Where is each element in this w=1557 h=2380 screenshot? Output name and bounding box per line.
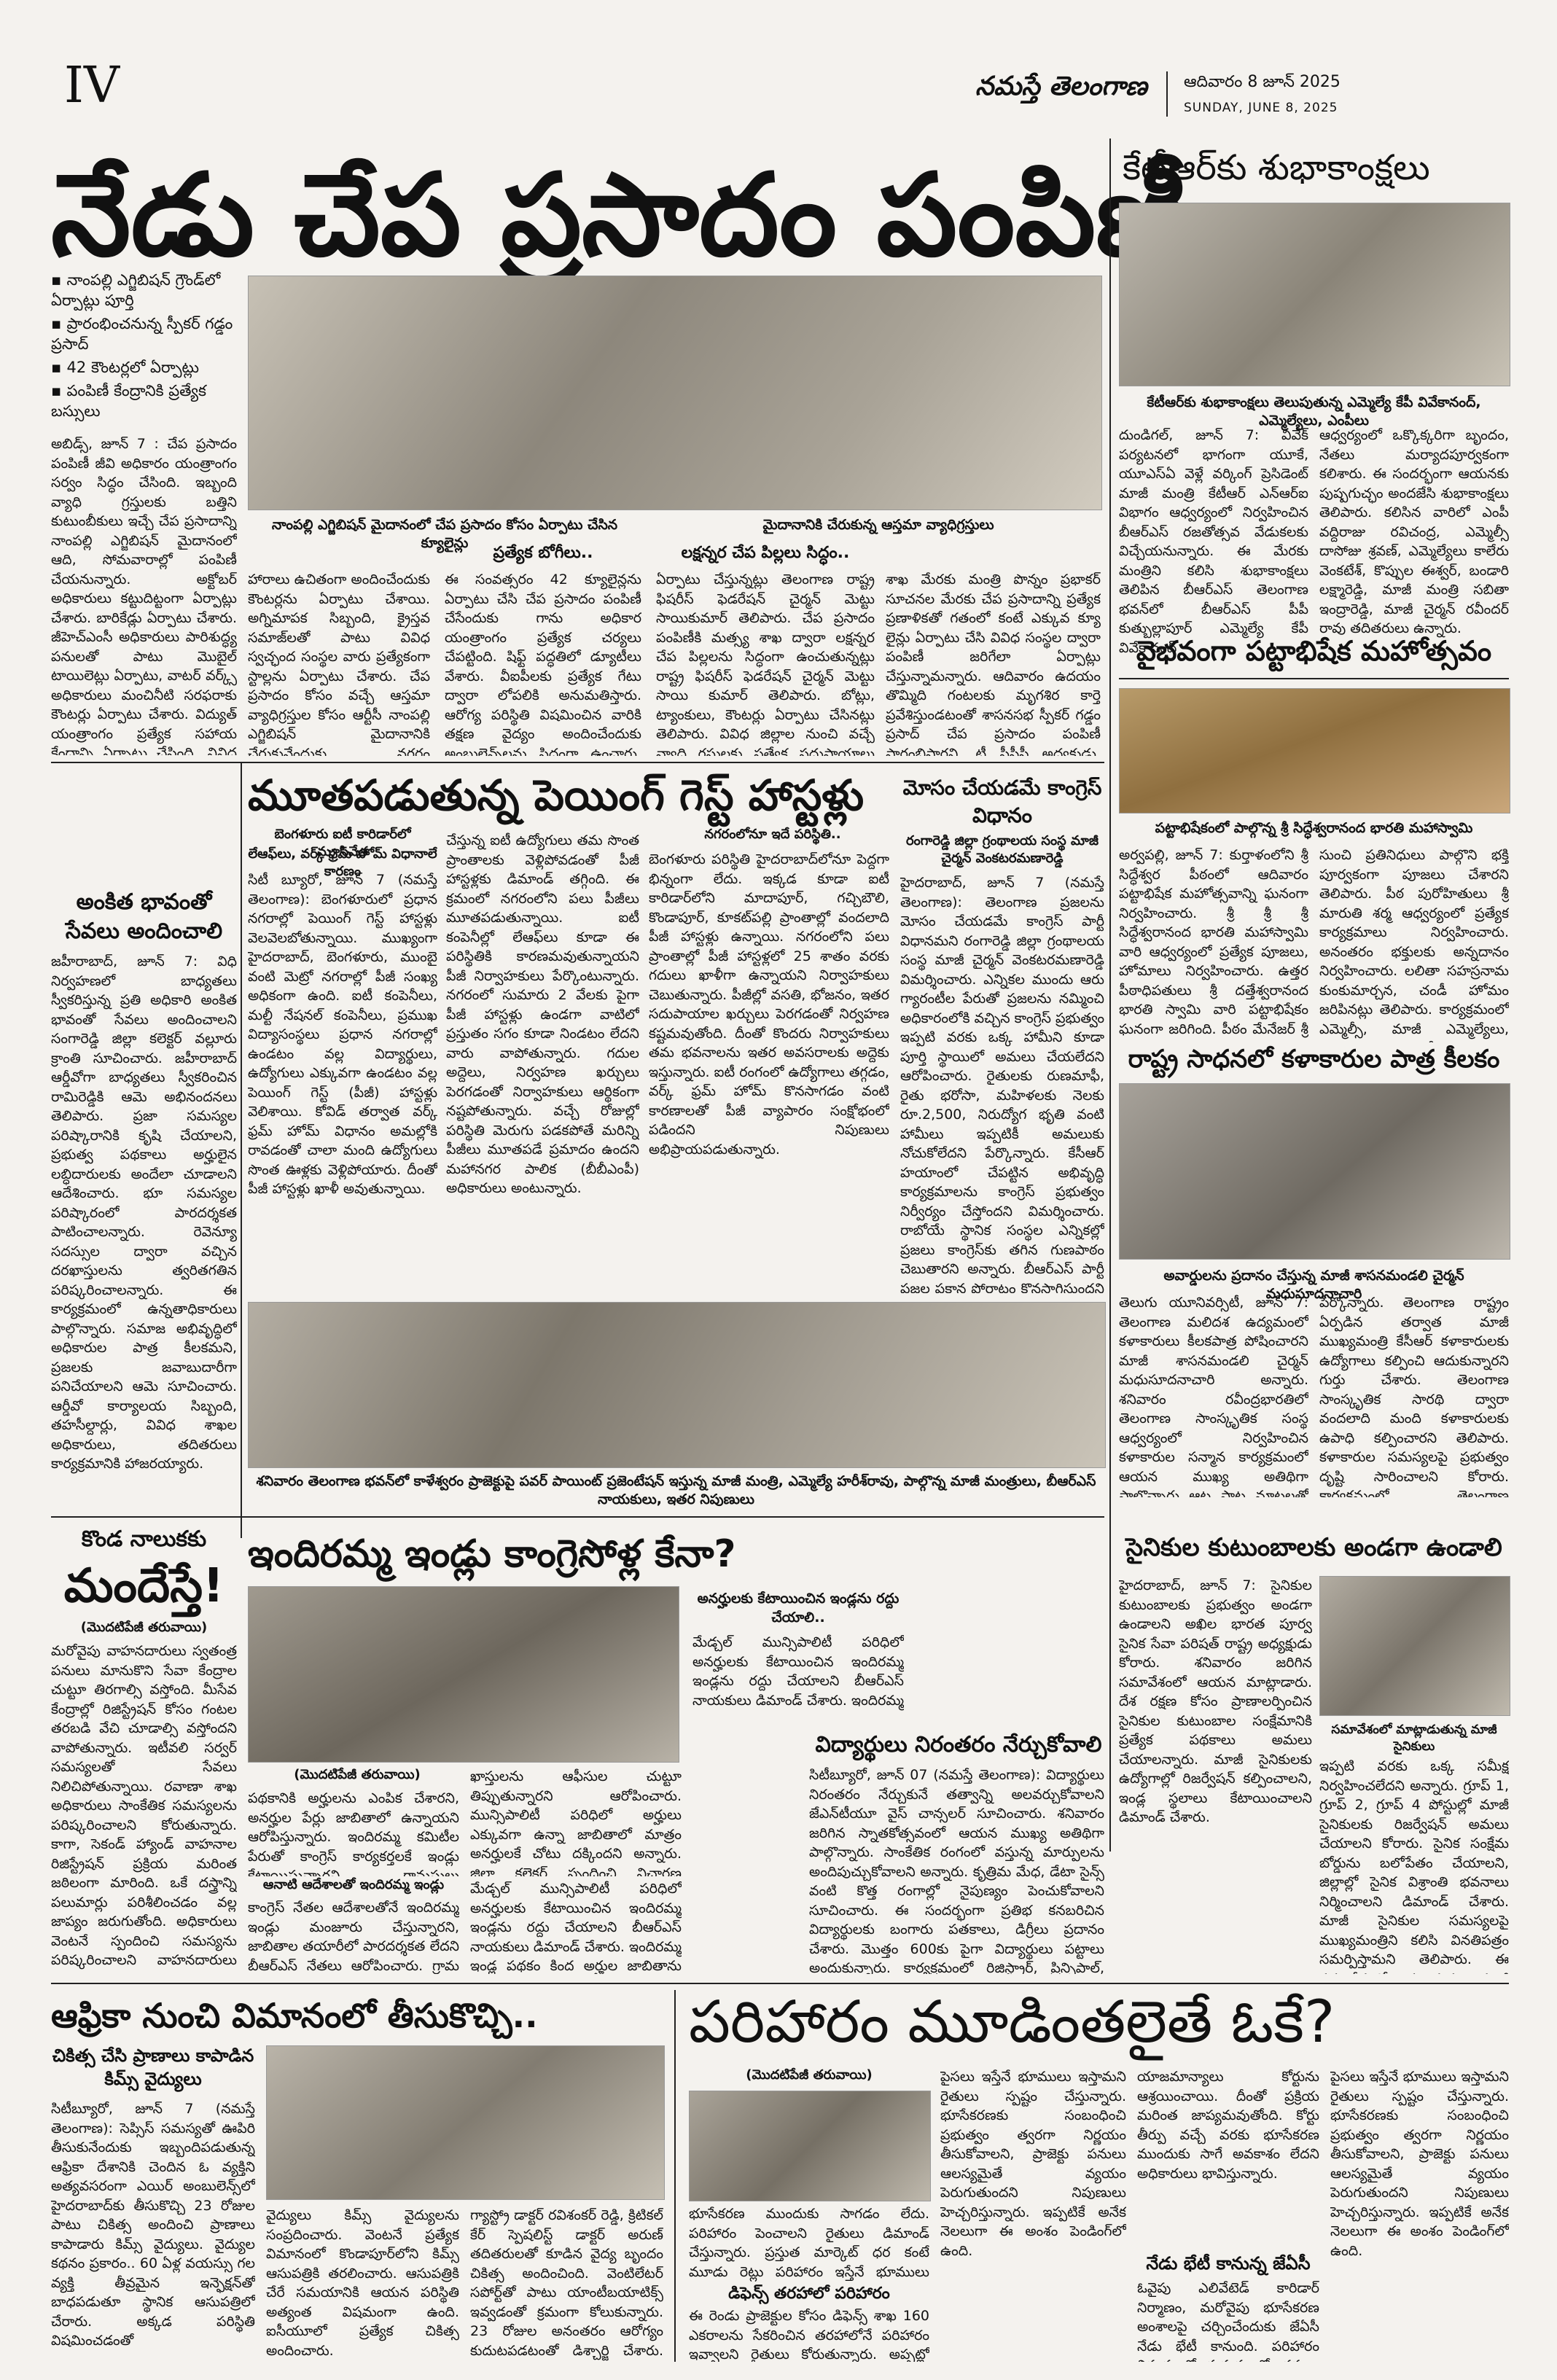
ktr-caption: కేటీఆర్‌కు శుభాకాంక్షలు తెలుపుతున్న ఎమ్మ… <box>1147 394 1481 429</box>
pg-col1: సిటీ బ్యూరో, జూన్ 7 (నమస్తే తెలంగాణ): బె… <box>248 872 437 1197</box>
konda-kicker: కొండ నాలుకకు <box>81 1526 207 1552</box>
africa-photo <box>266 2045 665 2200</box>
pariharam-headline: పరిహారం మూడింతలైతే ఓకే? <box>689 1988 1335 2056</box>
masthead-divider <box>1166 71 1168 117</box>
indiramma-subhead: ఆనాటి ఆదేశాలతో ఇందిరమ్మ ఇండ్లు <box>262 1877 445 1892</box>
africa-col1: సిటీబ్యూరో, జూన్ 7 (నమస్తే తెలంగాణ): సెప… <box>51 2101 255 2349</box>
paying-guest-headline: మూతపడుతున్న పెయింగ్ గెస్ట్ హాస్టళ్లు <box>248 770 865 820</box>
pariharam-photo <box>689 2091 931 2201</box>
congress-fraud-subhead: రంగారెడ్డి జిల్లా గ్రంథాలయ సంస్థ మాజీ చై… <box>905 833 1099 866</box>
pariharam-col5: ఓవైపు ఎలివేటెడ్ కారిడార్ నిర్మాణం, మరోవై… <box>1137 2280 1319 2362</box>
kaleshwaram-photo <box>248 1302 1106 1468</box>
pariharam-col1: భూసేకరణ ముందుకు సాగడం లేదు. పరిహారం పెంచ… <box>689 2206 929 2280</box>
lead-col5: శాఖ మేరకు మంత్రి పొన్నం ప్రభాకర్ సూచనల మ… <box>886 571 1101 756</box>
bottom-divider <box>674 1990 676 2362</box>
paper-name: నమస్తే తెలంగాణ <box>975 71 1147 101</box>
indiramma-col3: ఖాస్తులను ఆఫీసుల చుట్టూ తిప్పుతున్నారని … <box>470 1768 682 1876</box>
lead-bullet: ▪ 42 కౌంటర్లలో ఏర్పాట్లు <box>51 359 200 376</box>
pg-col1-head: బెంగళూరు ఐటీ కారిడార్‌లో మూసివేత <box>274 827 411 859</box>
pariharam-subhead2: నేడు భేటీ కానున్న జేఏసీ <box>1146 2253 1311 2274</box>
students-col1: సిటీబ్యూరో, జూన్ 07 (నమస్తే తెలంగాణ): వి… <box>809 1767 1104 1974</box>
congress-fraud-headline: మోసం చేయడమే కాంగ్రెస్ విధానం <box>902 776 1102 827</box>
pariharam-col4: యాజమాన్యాలు కోర్టును ఆశ్రయించాయి. దీంతో … <box>1137 2069 1319 2182</box>
left-column-divider <box>241 762 242 1538</box>
pariharam-col3: పైసలు ఇస్తేనే భూములు ఇస్తామని రైతులు స్ప… <box>940 2069 1126 2259</box>
konda-col1: మరోవైపు వాహనదారులు స్వతంత్ర పనులు మానుకొ… <box>51 1643 237 1968</box>
soldiers-caption: సమావేశంలో మాట్లాడుతున్న మాజీ సైనికులు <box>1331 1722 1497 1754</box>
lead-col4: ఏర్పాటు చేస్తున్నట్లు తెలంగాణ రాష్ట్ర ఫి… <box>656 571 875 756</box>
lower-separator <box>51 1983 1509 1984</box>
congress-fraud-col1: హైదరాబాద్, జూన్ 7 (నమస్తే తెలంగాణ): తెలం… <box>900 875 1104 1293</box>
lead-photo <box>248 276 1102 510</box>
lead-col3-head: ప్రత్యేక బోగీలు.. <box>493 544 593 562</box>
lead-bullet: ▪ ప్రారంభించనున్న స్పీకర్ గడ్డం ప్రసాద్ <box>51 315 233 353</box>
pariharam-col5b: పైసలు ఇస్తేనే భూములు ఇస్తామని రైతులు స్ప… <box>1330 2069 1509 2259</box>
cultural-headline: రాష్ట్ర సాధనలో కళాకారుల పాత్ర కీలకం <box>1128 1045 1500 1074</box>
soldiers-headline: సైనికుల కుటుంబాలకు అండగా ఉండాలి <box>1125 1533 1502 1562</box>
pariharam-subhead: డిఫెన్స్ తరహాలో పరిహారం <box>728 2285 890 2303</box>
pariharam-continued: (మొదటిపేజీ తరువాయి) <box>746 2067 873 2083</box>
lead-col3: ఈ సంవత్సరం 42 క్యూలైన్లను ఏర్పాటు చేసి చ… <box>445 571 641 756</box>
pg-col3: బెంగళూరు పరిస్థితి హైదరాబాద్‌లోనూ పెద్దగ… <box>649 851 889 1158</box>
konda-continued: (మొదటిపేజీ తరువాయి) <box>80 1620 208 1635</box>
lead-bullet: ▪ నాంపల్లి ఎగ్జిబిషన్ గ్రౌండ్‌లో ఏర్పాట్… <box>51 271 221 309</box>
cultural-col1: తెలుగు యూనివర్సిటీ, జూన్ 7: తెలంగాణ మలిద… <box>1119 1295 1308 1497</box>
indiramma-col2: కాంగ్రెస్ నేతల ఆదేశాలతోనే ఇందిరమ్మ ఇండ్ల… <box>248 1900 459 1974</box>
lead-col1: అబిడ్స్, జూన్ 7 : చేప ప్రసాదం పంపిణీ జీవ… <box>51 436 237 755</box>
africa-col2: వైద్యులు కిమ్స్ వైద్యులను సంప్రదించారు. … <box>266 2207 459 2359</box>
lead-separator <box>51 762 1104 763</box>
indiramma-col4: మేడ్చల్ మున్సిపాలిటీ పరిధిలో అనర్హులకు క… <box>470 1881 682 1974</box>
lead-col2: హారాలు ఉచితంగా అందించేందుకు కౌంటర్లను ఏర… <box>248 571 430 756</box>
ktr-headline: కేటీఆర్‌కు శుభాకాంక్షలు <box>1123 147 1430 188</box>
kaleshwaram-caption: శనివారం తెలంగాణ భవన్‌లో కాళేశ్వరం ప్రాజె… <box>256 1473 1096 1507</box>
indiramma-continued: (మొదటిపేజీ తరువాయి) <box>294 1767 421 1782</box>
soldiers-col1: హైదరాబాద్, జూన్ 7: సైనికుల కుటుంబాలకు ప్… <box>1119 1577 1312 1825</box>
pattabhishekam-col1: అర్వపల్లి, జూన్ 7: కుర్తాళంలోని శ్రీ సిద… <box>1119 847 1308 1042</box>
cultural-caption: అవార్డులను ప్రదానం చేస్తున్న మాజీ శాసనమం… <box>1163 1268 1464 1302</box>
soldiers-photo <box>1319 1576 1510 1716</box>
mid-separator <box>51 1516 1104 1518</box>
indiramma-col1: పథకానికి అర్హులను ఎంపిక చేశారని, అనర్హుల… <box>248 1790 459 1876</box>
date-telugu: ఆదివారం 8 జూన్ 2025 <box>1184 73 1341 91</box>
soldiers-col2: ఇప్పటి వరకు ఒక్క సమీక్ష నిర్వహించలేదని అ… <box>1319 1758 1509 1974</box>
ktr-photo <box>1119 203 1510 386</box>
date-english: SUNDAY, JUNE 8, 2025 <box>1184 101 1338 115</box>
pattabhishekam-headline: వైభవంగా పట్టాభిషేక మహోత్సవం <box>1136 635 1492 667</box>
pg-col1-subhead: లేఆఫ్‌లు, వర్క్ ఫ్రమ్ హోమ్ విధానాలే కారణ… <box>248 846 437 879</box>
ktr-col1: దుండిగల్, జూన్ 7: వివేక్ పర్యటనలో భాగంగా… <box>1119 427 1308 656</box>
lead-bullet: ▪ పంపిణీ కేంద్రానికి ప్రత్యేక బస్సులు <box>51 382 206 420</box>
indiramma-col4b: మేడ్చల్ మున్సిపాలిటీ పరిధిలో అనర్హులకు క… <box>692 1634 904 1713</box>
pattabhishekam-photo <box>1119 688 1510 814</box>
lead-col4-subhead: లక్షన్నర చేప పిల్లలు సిద్ధం.. <box>681 544 850 562</box>
ankita-col1: జహీరాబాద్, జూన్ 7: విధి నిర్వహణలో బాధ్యత… <box>51 953 237 1472</box>
pattabhishekam-caption: పట్టాభిషేకంలో పాల్గొన్న శ్రీ సిద్ధేశ్వరా… <box>1155 820 1473 836</box>
cultural-photo <box>1119 1083 1510 1260</box>
africa-headline: ఆఫ్రికా నుంచి విమానంలో తీసుకొచ్చి.. <box>51 1996 538 2035</box>
pattabhishekam-col2: సుంచి ప్రతినిధులు పాల్గొని భక్తి పూర్వకం… <box>1319 847 1509 1042</box>
lead-headline: నేడు చేప ప్రసాదం పంపిణీ <box>51 149 1190 281</box>
students-headline: విద్యార్థులు నిరంతరం నేర్చుకోవాలి <box>815 1732 1102 1757</box>
konda-headline: మందేస్తే! <box>63 1559 225 1613</box>
pg-col2: చేస్తున్న ఐటీ ఉద్యోగులు తమ సొంత ప్రాంతాల… <box>446 832 639 1196</box>
page-number: IV <box>64 57 120 114</box>
africa-col3: గ్యాస్ట్రో డాక్టర్ రవిశంకర్ రెడ్డి, క్రి… <box>470 2207 663 2359</box>
lead-col2-head: నాంపల్లి ఎగ్జిబిషన్ మైదానంలో చేప ప్రసాదం… <box>271 517 618 551</box>
ankita-headline: అంకిత భావంతో సేవలు అందించాలి <box>65 889 223 944</box>
ktr-col2: ఆధ్వర్యంలో ఒక్కొక్కరిగా బృందం, నేతలు మర్… <box>1319 427 1509 636</box>
ktr-rule <box>1119 678 1509 679</box>
right-column-divider <box>1109 138 1111 1852</box>
lead-bullets: ▪ నాంపల్లి ఎగ్జిబిషన్ గ్రౌండ్‌లో ఏర్పాట్… <box>51 270 241 424</box>
cultural-col2: పేర్కొన్నారు. తెలంగాణ రాష్ట్రం ఏర్పడిన త… <box>1319 1295 1509 1497</box>
indiramma-headline: ఇందిరమ్మ ఇండ్లు కాంగ్రెసోళ్ల కేనా? <box>248 1532 736 1576</box>
pariharam-col2: ఈ రెండు ప్రాజెక్టుల కోసం డిఫెన్స్ శాఖ 16… <box>689 2308 929 2362</box>
lead-col4-head: మైదానానికి చేరుకున్న ఆస్తమా వ్యాధిగ్రస్త… <box>762 517 994 533</box>
pg-col3-head: నగరంలోనూ ఇదే పరిస్థితి.. <box>704 827 841 842</box>
indiramma-subhead2: అనర్హులకు కేటాయించిన ఇండ్లను రద్దు చేయాల… <box>697 1591 900 1626</box>
indiramma-photo <box>248 1586 679 1763</box>
africa-subhead: చికిత్స చేసి ప్రాణాలు కాపాడిన కిమ్స్ వైద… <box>52 2045 254 2089</box>
